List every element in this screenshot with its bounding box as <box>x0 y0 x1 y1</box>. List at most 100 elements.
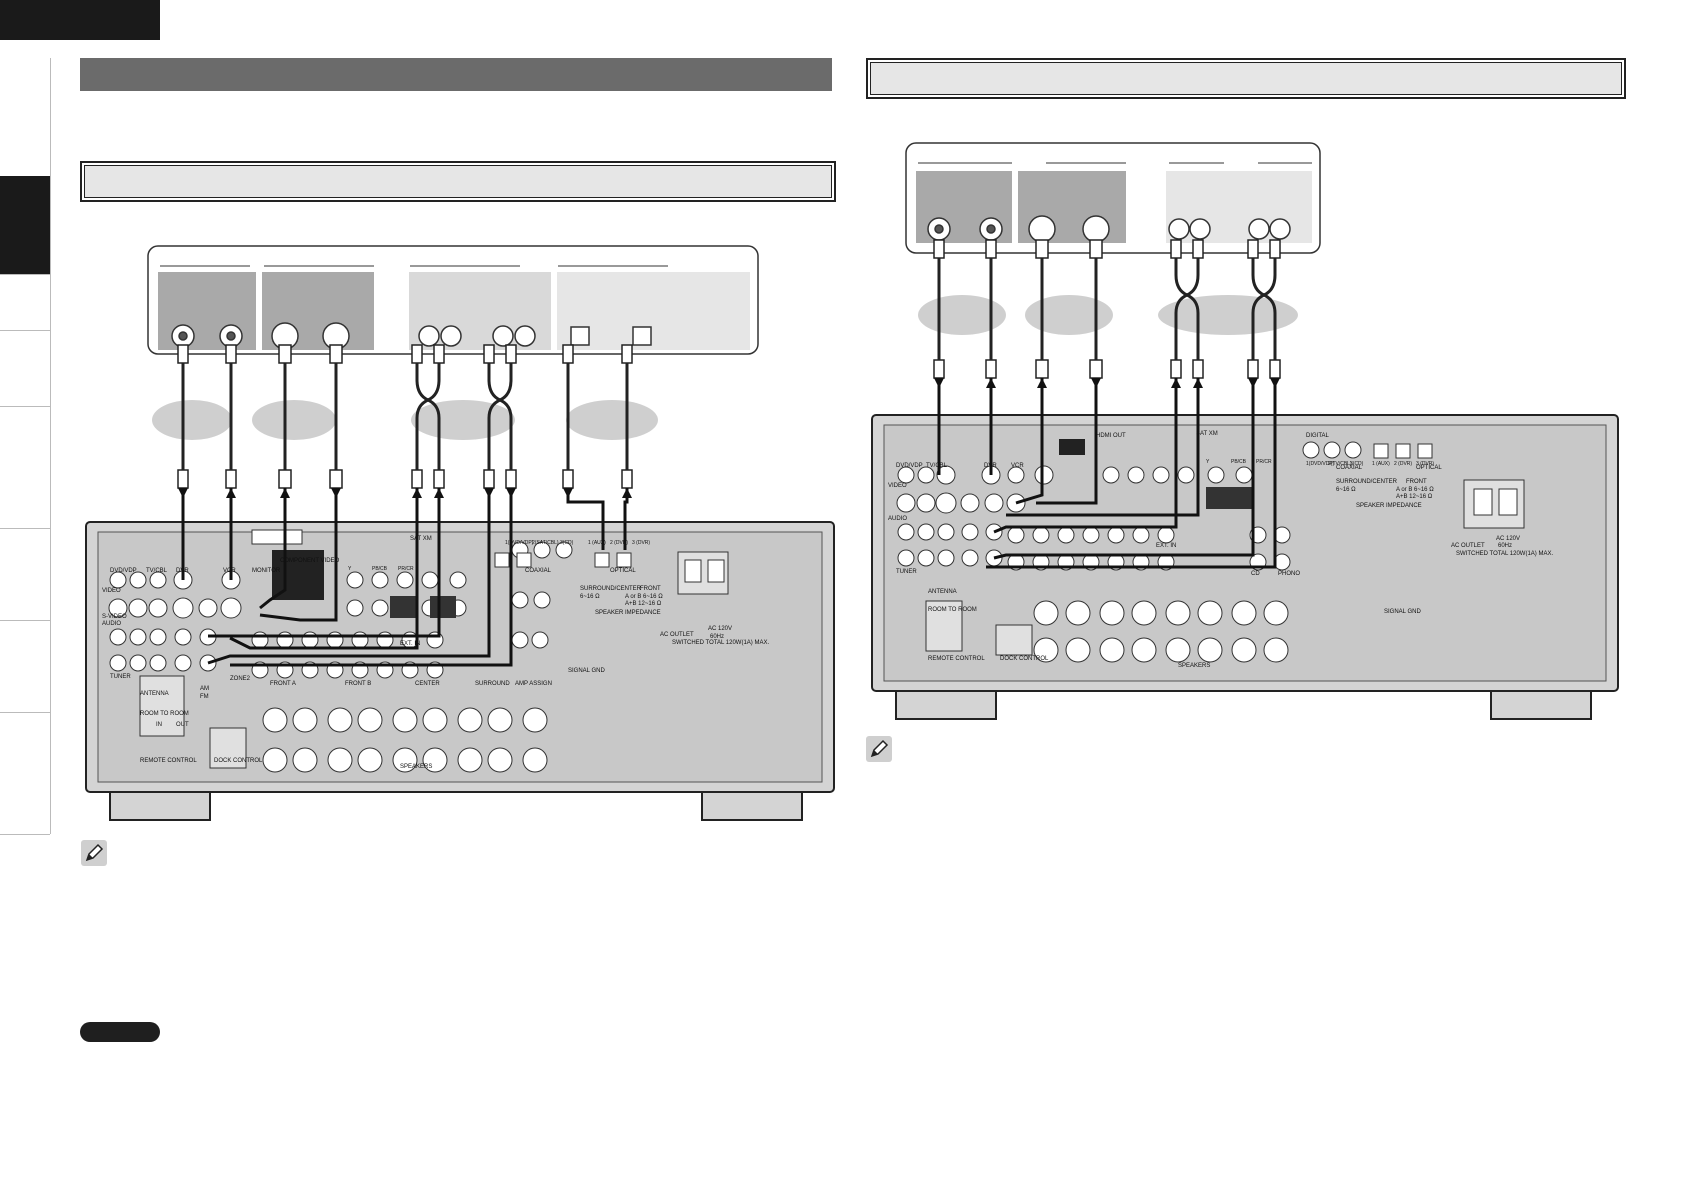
lbl-video: VIDEO <box>102 588 121 594</box>
lbl-sat-xm: SAT XM <box>410 536 432 542</box>
r-lbl-ac-freq: 60Hz <box>1498 543 1512 549</box>
lbl-dock-control: DOCK CONTROL <box>214 758 263 764</box>
lbl-coaxial: COAXIAL <box>525 568 552 574</box>
r-lbl-coaxial: COAXIAL <box>1336 465 1363 471</box>
lbl-opt-2: 2 (DVR) <box>610 540 628 546</box>
r-lbl-vcr: VCR <box>1011 463 1024 469</box>
note-pencil-icon <box>81 840 107 866</box>
r-lbl-room-to-room: ROOM TO ROOM <box>928 607 977 613</box>
r-lbl-surround-center: SURROUND/CENTER <box>1336 479 1398 485</box>
section-header-bar <box>80 58 832 91</box>
lbl-room-to-room: ROOM TO ROOM <box>140 711 189 717</box>
r-lbl-hdmi-out: HDMI OUT <box>1096 433 1126 439</box>
chapter-tab <box>0 0 160 40</box>
r-lbl-coax-1: 1(DVD/VDP) <box>1306 461 1335 467</box>
lbl-optical: OPTICAL <box>610 568 636 574</box>
nav-item-3[interactable] <box>0 274 50 331</box>
r-lbl-imp-surround: 6~16 Ω <box>1336 487 1356 493</box>
r-lbl-tv-cbl: TV/CBL <box>926 463 948 469</box>
lbl-imp-surround: 6~16 Ω <box>580 594 600 600</box>
lbl-antenna: ANTENNA <box>140 691 169 697</box>
nav-item-7[interactable] <box>0 620 50 713</box>
lbl-opt-1: 1 (AUX) <box>588 540 606 546</box>
lbl-opt-3: 3 (DVR) <box>632 540 650 546</box>
r-lbl-dock-control: DOCK CONTROL <box>1000 656 1049 662</box>
lbl-ac-outlet: AC OUTLET <box>660 632 694 638</box>
lbl-signal-gnd: SIGNAL GND <box>568 668 605 674</box>
nav-item-8[interactable] <box>0 712 50 835</box>
r-lbl-opt-3: 3 (DVR) <box>1416 461 1434 467</box>
nav-item-1[interactable] <box>0 58 50 177</box>
lbl-am: AM <box>200 686 209 692</box>
r-lbl-switched: SWITCHED TOTAL 120W(1A) MAX. <box>1456 551 1553 557</box>
r-lbl-comp-pb: PB/CB <box>1231 459 1247 465</box>
lbl-audio: AUDIO <box>102 621 121 627</box>
r-lbl-ext-in: EXT. IN <box>1156 543 1176 549</box>
nav-item-5[interactable] <box>0 406 50 529</box>
r-lbl-comp-pr: PR/CR <box>1256 459 1272 465</box>
r-lbl-comp-y: Y <box>1206 459 1210 465</box>
r-lbl-audio: AUDIO <box>888 516 907 522</box>
side-navigation <box>0 58 51 835</box>
r-lbl-signal-gnd: SIGNAL GND <box>1384 609 1421 615</box>
lbl-s-video: S-VIDEO <box>102 614 127 620</box>
nav-item-2-active[interactable] <box>0 176 50 275</box>
lbl-speakers: SPEAKERS <box>400 764 432 770</box>
lbl-imp-front-a: A or B 6~16 Ω <box>625 594 663 600</box>
nav-item-6[interactable] <box>0 528 50 621</box>
lbl-ext-in: EXT. IN <box>400 641 420 647</box>
lbl-zone2: ZONE2 <box>230 676 251 682</box>
r-lbl-dvd-vdp: DVD/VDP <box>896 463 923 469</box>
r-lbl-remote-control: REMOTE CONTROL <box>928 656 985 662</box>
r-lbl-digital: DIGITAL <box>1306 433 1330 439</box>
r-lbl-cd: CD <box>1251 571 1260 577</box>
lbl-front-b: FRONT B <box>345 681 371 687</box>
note-pencil-icon-right <box>866 736 892 762</box>
lbl-remote-control: REMOTE CONTROL <box>140 758 197 764</box>
lbl-monitor: MONITOR <box>252 568 281 574</box>
lbl-speaker-impedance: SPEAKER IMPEDANCE <box>595 610 661 616</box>
lbl-front-a: FRONT A <box>270 681 296 687</box>
r-lbl-tuner: TUNER <box>896 569 917 575</box>
r-lbl-phono: PHONO <box>1278 571 1300 577</box>
r-lbl-opt-1: 1 (AUX) <box>1372 461 1390 467</box>
r-lbl-sat-xm: SAT XM <box>1196 431 1218 437</box>
lbl-tuner: TUNER <box>110 674 131 680</box>
lbl-coax-2: 2(SAT/CBL) <box>532 540 559 546</box>
lbl-dvd-vdp: DVD/VDP <box>110 568 137 574</box>
left-connection-diagram: DVD/VDP TV/CBL DVR VCR MONITOR COMPONENT… <box>85 245 835 821</box>
lbl-component-video: COMPONENT VIDEO <box>280 558 340 564</box>
subsection-header-bar-right <box>866 58 1626 99</box>
lbl-surround-center: SURROUND/CENTER <box>580 586 642 592</box>
lbl-comp-pr: PR/CR <box>398 566 414 572</box>
lbl-coax-1: 1(DVD/VDP) <box>505 540 534 546</box>
r-lbl-speakers: SPEAKERS <box>1178 663 1210 669</box>
r-lbl-front: FRONT <box>1406 479 1427 485</box>
nav-item-4[interactable] <box>0 330 50 407</box>
lbl-in: IN <box>156 722 162 728</box>
lbl-amp-assign: AMP ASSIGN <box>515 681 552 687</box>
label-pill <box>80 1022 160 1042</box>
r-lbl-speaker-impedance: SPEAKER IMPEDANCE <box>1356 503 1422 509</box>
lbl-surround: SURROUND <box>475 681 510 687</box>
lbl-front: FRONT <box>640 586 661 592</box>
lbl-ac-voltage: AC 120V <box>708 626 732 632</box>
r-lbl-coax-3: 3(CD) <box>1350 461 1364 467</box>
lbl-coax-3: 3(CD) <box>560 540 574 546</box>
r-lbl-video: VIDEO <box>888 483 907 489</box>
lbl-fm: FM <box>200 694 209 700</box>
subsection-header-bar <box>80 161 836 202</box>
r-lbl-imp-front-ab: A+B 12~16 Ω <box>1396 494 1433 500</box>
r-lbl-opt-2: 2 (DVR) <box>1394 461 1412 467</box>
lbl-out: OUT <box>176 722 189 728</box>
r-lbl-optical: OPTICAL <box>1416 465 1442 471</box>
lbl-tv-cbl: TV/CBL <box>146 568 168 574</box>
lbl-comp-y: Y <box>348 566 352 572</box>
lbl-comp-pb: PB/CB <box>372 566 388 572</box>
r-lbl-coax-2: 2(TV/CBL) <box>1328 461 1352 467</box>
r-lbl-ac-voltage: AC 120V <box>1496 536 1520 542</box>
lbl-switched: SWITCHED TOTAL 120W(1A) MAX. <box>672 640 769 646</box>
r-lbl-antenna: ANTENNA <box>928 589 957 595</box>
right-connection-diagram: DVD/VDP TV/CBL DVR VCR HDMI OUT DIGITAL … <box>871 142 1619 720</box>
r-lbl-imp-front-a: A or B 6~16 Ω <box>1396 487 1434 493</box>
